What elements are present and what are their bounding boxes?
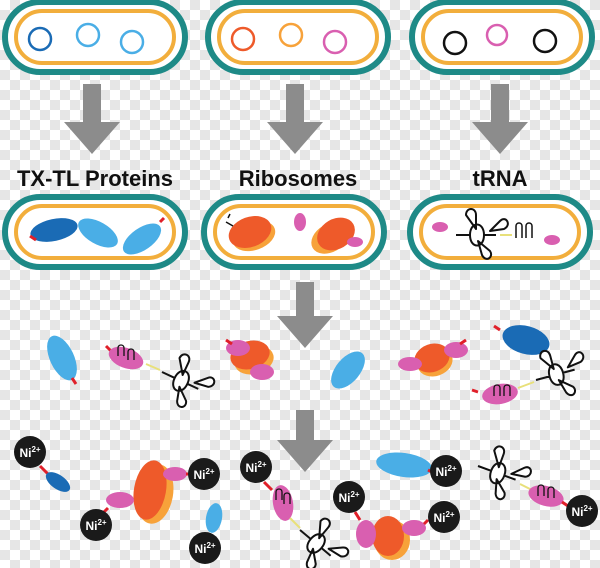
plasmid-icon: [75, 22, 101, 48]
cell-top-ribosomes: [205, 0, 391, 75]
ni-bead: Ni2+: [14, 436, 46, 468]
trna-icon: [468, 440, 537, 508]
protein-icon: [272, 485, 294, 521]
plasmid-icon: [27, 26, 53, 52]
ribosome-large-icon: [414, 343, 450, 373]
protein-icon: [528, 485, 564, 507]
ni-bead: Ni2+: [333, 481, 365, 513]
plasmid-icon: [485, 23, 509, 47]
plasmid-icon: [322, 29, 348, 55]
ni-bound-complexes: Ni2+ Ni2+ Ni2+ Ni2+ Ni2+: [14, 436, 598, 568]
protein-icon: [502, 325, 550, 355]
arrow-down-icon: [277, 282, 333, 348]
svg-text:Ni2+: Ni2+: [85, 518, 106, 533]
cell-mid-ribosomes: [201, 194, 387, 270]
ni-bead: Ni2+: [430, 455, 462, 487]
protein-icon: [544, 235, 560, 245]
plasmid-icon: [278, 22, 304, 48]
ribosome-large-icon: [317, 217, 355, 251]
protein-icon: [432, 222, 448, 232]
svg-text:Ni2+: Ni2+: [435, 464, 456, 479]
ribosome-large-icon: [372, 516, 404, 556]
svg-text:Ni2+: Ni2+: [19, 445, 40, 460]
label-trna: tRNA: [472, 166, 528, 191]
label-tx-tl-proteins: TX-TL Proteins: [16, 166, 174, 191]
protein-icon: [347, 237, 363, 247]
svg-text:Ni2+: Ni2+: [245, 460, 266, 475]
plasmid-icon: [532, 28, 558, 54]
cell-mid-trna: [407, 194, 593, 270]
ribosome-large-icon: [228, 216, 272, 248]
cell-mid-proteins: [2, 194, 188, 270]
ni-bead: Ni2+: [189, 532, 221, 564]
cell-top-trna: [409, 0, 595, 75]
protein-icon: [331, 351, 365, 389]
plasmid-icon: [442, 30, 468, 56]
protein-icon: [122, 223, 162, 255]
arrow-down-icon: [267, 84, 323, 154]
ni-bead: Ni2+: [240, 451, 272, 483]
svg-text:Ni2+: Ni2+: [433, 510, 454, 525]
ni-bead: Ni2+: [188, 458, 220, 490]
arrow-down-icon: [277, 410, 333, 472]
protein-icon: [205, 503, 223, 533]
protein-icon: [108, 346, 144, 370]
svg-text:Ni2+: Ni2+: [193, 467, 214, 482]
protein-icon: [45, 472, 71, 492]
arrow-down-icon: [64, 84, 120, 154]
protein-icon: [30, 218, 78, 242]
ni-bead: Ni2+: [80, 509, 112, 541]
trna-icon: [150, 347, 221, 417]
svg-text:Ni2+: Ni2+: [194, 541, 215, 556]
ni-bead: Ni2+: [566, 495, 598, 527]
protein-icon: [294, 213, 306, 231]
plasmid-icon: [230, 26, 256, 52]
svg-text:Ni2+: Ni2+: [571, 504, 592, 519]
svg-text:Ni2+: Ni2+: [338, 490, 359, 505]
trna-icon: [283, 509, 358, 568]
ni-bead: Ni2+: [428, 501, 460, 533]
label-ribosomes: Ribosomes: [238, 166, 358, 191]
plasmid-icon: [119, 29, 145, 55]
protein-icon: [78, 218, 118, 248]
arrow-down-icon: [472, 84, 528, 154]
cell-top-proteins: [2, 0, 188, 75]
protein-icon: [47, 335, 77, 381]
ribosome-large-icon: [133, 460, 167, 520]
protein-icon: [376, 452, 432, 478]
rna-hairpin-icon: [515, 222, 533, 238]
purified-components: [47, 324, 594, 417]
